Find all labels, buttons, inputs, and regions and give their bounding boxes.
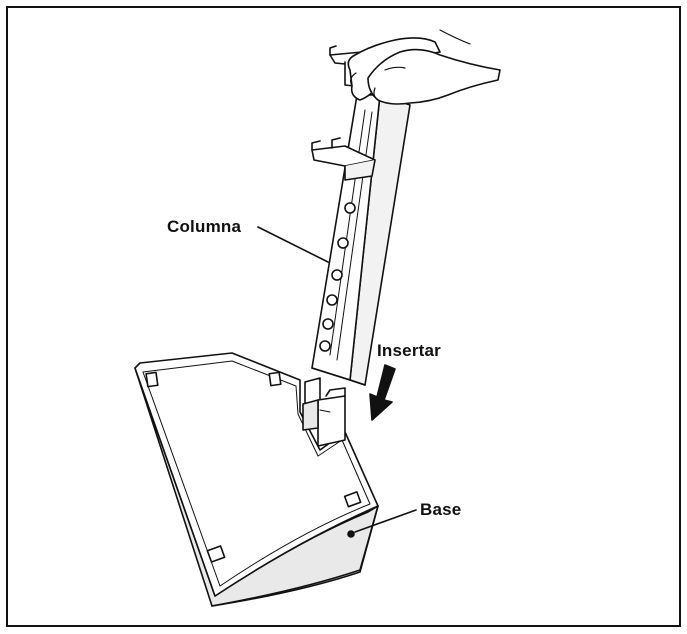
pad-rear-left bbox=[206, 545, 226, 563]
pad-rear-right bbox=[343, 491, 362, 508]
base-leader-line bbox=[354, 509, 417, 533]
base-socket bbox=[302, 377, 346, 447]
middle-bracket bbox=[311, 137, 376, 181]
column-hole-2 bbox=[337, 237, 349, 249]
insertar-label: Insertar bbox=[377, 341, 441, 360]
columna-label: Columna bbox=[167, 217, 242, 236]
base-point-marker bbox=[347, 530, 355, 538]
diagram-frame bbox=[6, 6, 681, 627]
base-label: Base bbox=[420, 500, 462, 519]
column-hole-4 bbox=[326, 294, 338, 306]
columna-leader-line bbox=[257, 226, 329, 263]
pad-front-right bbox=[268, 371, 282, 387]
column-hole-5 bbox=[322, 318, 334, 330]
insert-arrow bbox=[369, 364, 396, 421]
hands bbox=[347, 29, 501, 105]
column-hole-6 bbox=[319, 340, 331, 352]
base-plate bbox=[134, 352, 379, 607]
pad-front-left bbox=[145, 371, 159, 388]
column-hole-1 bbox=[344, 202, 356, 214]
column-hole-3 bbox=[331, 269, 343, 281]
